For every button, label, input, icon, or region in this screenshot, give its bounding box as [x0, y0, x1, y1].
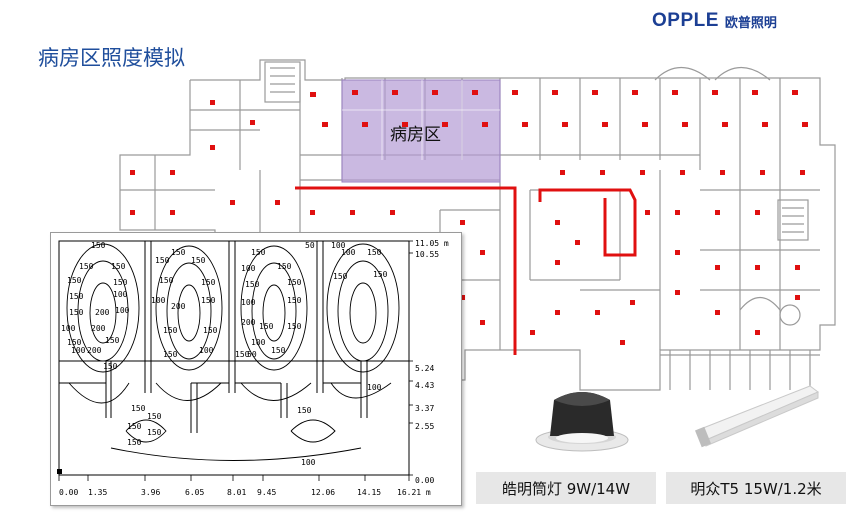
right-axis-label: 5.24 [415, 364, 434, 373]
right-axis-labels: 11.05 m 10.55 5.24 4.43 3.37 2.55 0.00 [415, 239, 449, 485]
contour-label: 150 [69, 292, 84, 301]
contour-label: 200 [171, 302, 186, 311]
bottom-axis-label: 8.01 [227, 488, 246, 497]
contour-label: 150 [163, 326, 178, 335]
contour-plot-canvas: 150 150 150 150 150 150 100 200 100 150 … [57, 239, 449, 497]
contour-label: 50 [247, 350, 257, 359]
bottom-axis [58, 475, 410, 481]
right-axis-label: 11.05 m [415, 239, 449, 248]
t5-tube-icon [694, 385, 819, 448]
contour-label: 100 [199, 346, 214, 355]
brand-logo: OPPLE 欧普照明 [652, 10, 777, 32]
right-axis-label: 2.55 [415, 422, 434, 431]
contour-label: 150 [191, 256, 206, 265]
bottom-axis-label: 1.35 [88, 488, 107, 497]
contour-label: 150 [235, 350, 250, 359]
contour-label: 150 [287, 278, 302, 287]
bottom-axis-label: 12.06 [311, 488, 335, 497]
contour-label: 100 [61, 324, 76, 333]
contour-label: 150 [127, 438, 142, 447]
contour-label: 150 [251, 248, 266, 257]
corridor-light-runs [295, 186, 637, 355]
contour-label: 50 [305, 241, 315, 250]
product-caption-t5: 明众T5 15W/1.2米 [666, 472, 846, 504]
contour-label: 150 [287, 296, 302, 305]
contour-label: 200 [87, 346, 102, 355]
contour-label: 150 [163, 350, 178, 359]
contour-label: 150 [91, 241, 106, 250]
page-title: 病房区照度模拟 [38, 46, 185, 70]
ward-zone-label: 病房区 [390, 125, 441, 145]
contour-label: 150 [259, 322, 274, 331]
downlight-icon [535, 392, 629, 452]
product-caption-downlight: 皓明筒灯 9W/14W [476, 472, 656, 504]
origin-marker [57, 469, 62, 474]
contour-label: 150 [67, 276, 82, 285]
bottom-axis-label: 3.96 [141, 488, 160, 497]
bottom-axis-label: 14.15 [357, 488, 381, 497]
right-axis-label: 0.00 [415, 476, 434, 485]
contour-label: 100 [71, 346, 86, 355]
right-axis-label: 3.37 [415, 404, 434, 413]
contour-label: 150 [131, 404, 146, 413]
contour-label: 150 [79, 262, 94, 271]
contour-label: 150 [103, 362, 118, 371]
contour-label: 150 [113, 278, 128, 287]
contour-label: 150 [245, 280, 260, 289]
bottom-axis-label: 0.00 [59, 488, 78, 497]
right-axis-label: 4.43 [415, 381, 434, 390]
brand-name-latin: OPPLE [652, 10, 719, 31]
contour-label: 150 [203, 326, 218, 335]
bottom-axis-label: 16.21 m [397, 488, 431, 497]
contour-label: 100 [301, 458, 316, 467]
contour-label: 150 [271, 346, 286, 355]
bottom-axis-label: 9.45 [257, 488, 276, 497]
illuminance-contour-plot: 150 150 150 150 150 150 100 200 100 150 … [50, 232, 462, 506]
contour-label: 150 [69, 308, 84, 317]
contour-label: 150 [111, 262, 126, 271]
ward-zone-highlight [341, 79, 501, 183]
contour-label: 150 [287, 322, 302, 331]
contour-label: 100 [115, 306, 130, 315]
contour-label: 150 [201, 296, 216, 305]
contour-label: 150 [277, 262, 292, 271]
brand-name-cn: 欧普照明 [724, 15, 777, 31]
room-outlines [59, 241, 409, 433]
contour-lines [66, 243, 400, 461]
contour-label: 100 [241, 264, 256, 273]
contour-label: 150 [155, 256, 170, 265]
contour-label: 150 [171, 248, 186, 257]
contour-label: 150 [127, 422, 142, 431]
contour-label: 100 [151, 296, 166, 305]
contour-label: 150 [105, 336, 120, 345]
contour-label: 100 [251, 338, 266, 347]
contour-label: 200 [95, 308, 110, 317]
contour-label: 150 [367, 248, 382, 257]
contour-label: 100 [331, 241, 346, 250]
contour-label: 150 [147, 428, 162, 437]
contour-label: 100 [367, 383, 382, 392]
contour-labels: 150 150 150 150 150 150 100 200 100 150 … [61, 241, 388, 467]
floor-plan: 病房区 [119, 59, 836, 391]
contour-label: 100 [341, 248, 356, 257]
contour-label: 200 [241, 318, 256, 327]
contour-label: 100 [113, 290, 128, 299]
contour-label: 150 [67, 338, 82, 347]
contour-label: 150 [373, 270, 388, 279]
bottom-axis-label: 6.05 [185, 488, 204, 497]
right-axis [409, 240, 413, 476]
contour-label: 150 [201, 278, 216, 287]
bottom-axis-labels: 0.00 1.35 3.96 6.05 8.01 9.45 12.06 14.1… [59, 488, 431, 497]
contour-label: 150 [159, 276, 174, 285]
contour-label: 150 [147, 412, 162, 421]
contour-label: 150 [333, 272, 348, 281]
contour-label: 200 [91, 324, 106, 333]
right-axis-label: 10.55 [415, 250, 439, 259]
contour-label: 100 [241, 298, 256, 307]
contour-label: 150 [297, 406, 312, 415]
